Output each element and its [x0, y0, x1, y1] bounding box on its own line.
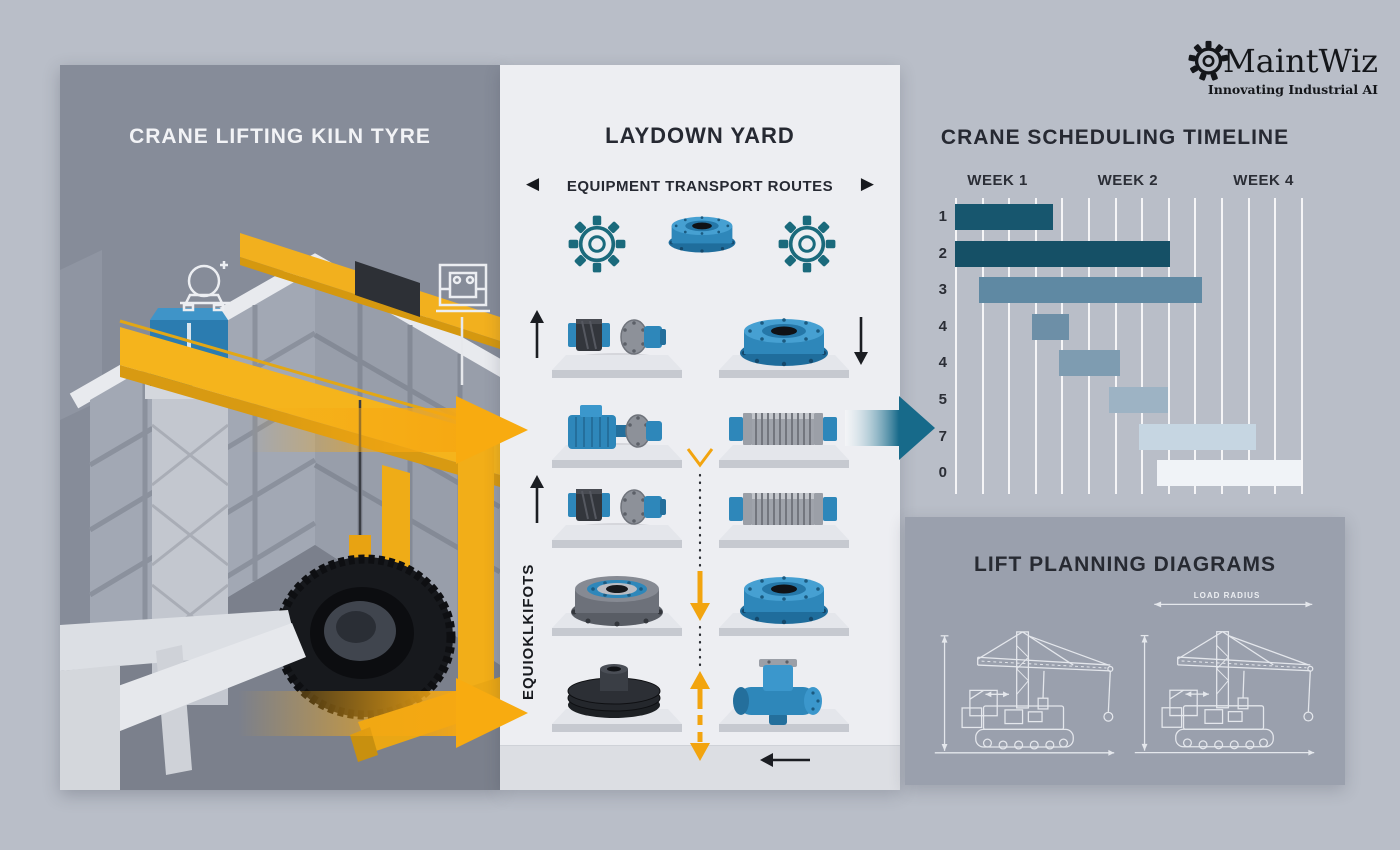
gear-outline-icon	[778, 215, 836, 273]
flow-arrow-teal	[845, 396, 935, 460]
gantt-gridline	[981, 198, 984, 494]
gantt-bar	[955, 204, 1054, 230]
laydown-title: LAYDOWN YARD	[605, 123, 795, 148]
part-gearbox-with-flange	[552, 404, 682, 468]
up-arrow-icon	[528, 473, 546, 525]
gear-icon	[1188, 40, 1229, 81]
gantt-gridline	[1061, 198, 1064, 494]
crawler-crane-elevation-right	[1127, 601, 1321, 757]
part-bellows-coupling	[719, 412, 849, 468]
gantt-gridline	[1194, 198, 1197, 494]
laydown-yard-panel: LAYDOWN YARD EQUIPMENT TRANSPORT ROUTES …	[500, 65, 900, 790]
gantt-gridline	[1274, 198, 1277, 494]
part-gear-coupling-pair	[552, 488, 682, 548]
part-bellows-coupling	[719, 492, 849, 548]
lift-planning-title: LIFT PLANNING DIAGRAMS	[974, 553, 1276, 576]
gantt-row-label: 5	[938, 391, 947, 408]
left-arrow-icon	[758, 751, 812, 769]
nav-left-icon: ◀	[526, 174, 540, 193]
week-label: WEEK 2	[1097, 172, 1159, 189]
gantt-gridline	[1088, 198, 1090, 494]
nav-right-icon: ▶	[860, 174, 874, 193]
part-flanged-bearing-housing-blue	[719, 576, 849, 636]
part-flanged-bearing-housing-gray	[552, 576, 682, 636]
gantt-bar	[1032, 313, 1070, 340]
press-machine-icon	[436, 263, 490, 313]
part-sheave-stack	[552, 663, 682, 732]
gantt-gridline	[1300, 198, 1303, 494]
gantt-row-label: 4	[938, 317, 947, 335]
brand-name: MaintWiz	[1223, 42, 1378, 80]
gantt-gridline	[1221, 198, 1223, 494]
gantt-gridline	[1247, 198, 1250, 494]
transport-route-line	[686, 448, 714, 761]
gantt-gridline	[955, 198, 957, 494]
gantt-gridline	[1008, 198, 1011, 494]
gantt-gridline	[1167, 198, 1170, 494]
gantt-chart: WEEK 1 WEEK 2 WEEK 4 1 2 3 4 4 5 7 0	[905, 158, 1395, 510]
flanged-housing-part	[668, 216, 736, 253]
gantt-row-label: 1	[938, 208, 947, 225]
week-label: WEEK 1	[967, 172, 1028, 189]
flow-arrow-orange-upper	[248, 396, 528, 464]
transport-routes-subtitle: EQUIPMENT TRANSPORT ROUTES	[566, 178, 834, 195]
kiln-tyre-station-icon	[180, 261, 230, 312]
part-gear-coupling-pair	[552, 318, 682, 378]
gantt-row-label: 0	[938, 464, 947, 482]
gantt-bar	[1058, 350, 1120, 377]
gantt-bar	[978, 277, 1203, 304]
gantt-gridline	[1114, 198, 1117, 494]
down-arrow-icon	[852, 315, 870, 367]
week-label: WEEK 4	[1233, 172, 1294, 189]
load-radius-dim-label: LOAD RADIUS	[1193, 591, 1261, 600]
gantt-gridline	[1034, 198, 1037, 494]
part-flanged-bearing-housing-blue	[719, 318, 849, 378]
gantt-bar	[1138, 423, 1256, 450]
timeline-title: CRANE SCHEDULING TIMELINE	[940, 126, 1290, 149]
gantt-gridline	[1141, 198, 1144, 494]
gantt-row-label: 3	[938, 281, 947, 299]
gantt-bar	[955, 240, 1171, 267]
crane-panel-title: CRANE LIFTING KILN TYRE	[129, 125, 431, 148]
gantt-row-label: 4	[938, 354, 947, 372]
gantt-bar	[1157, 460, 1301, 487]
gantt-row-label: 2	[938, 244, 947, 262]
crawler-crane-elevation-left	[927, 605, 1121, 757]
brand-tagline: Innovating Industrial AI	[1207, 82, 1378, 97]
flow-arrow-orange-lower	[238, 678, 528, 748]
brand-logo: MaintWiz Innovating Industrial AI	[1188, 38, 1378, 97]
lift-planning-panel: LIFT PLANNING DIAGRAMS LOAD RADIUS	[905, 517, 1345, 785]
gantt-row-label: 7	[938, 427, 947, 445]
gear-outline-icon	[568, 215, 626, 273]
up-arrow-icon	[528, 308, 546, 360]
gantt-bar	[1109, 387, 1168, 413]
part-pump-unit	[719, 659, 849, 732]
